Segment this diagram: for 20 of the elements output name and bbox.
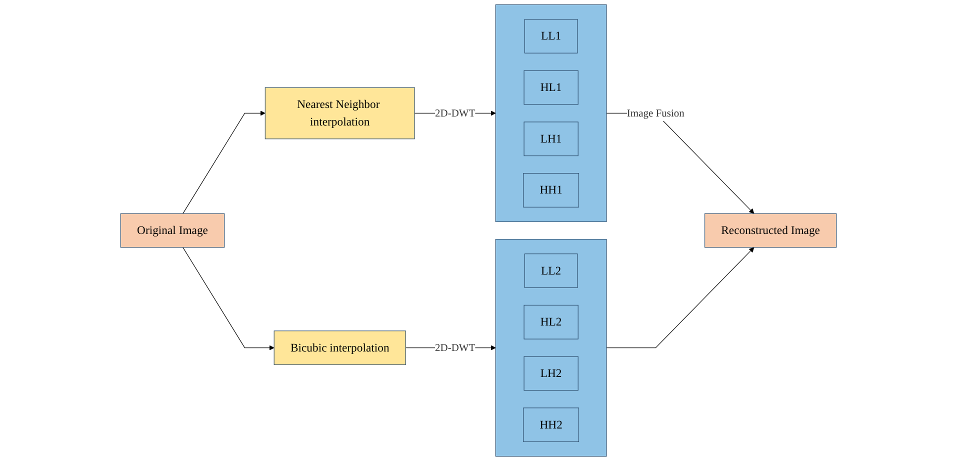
node-box: HH1: [523, 173, 580, 208]
arrow: [606, 247, 754, 348]
cluster: [495, 4, 607, 222]
edge-label: Image Fusion: [626, 107, 684, 119]
edge-label: 2D-DWT: [434, 107, 476, 119]
node-box: HL2: [524, 304, 578, 340]
node-box: LL1: [524, 18, 578, 54]
cluster: [495, 238, 607, 457]
node-box: Nearest Neighbor interpolation: [264, 87, 415, 140]
edge-label: 2D-DWT: [434, 342, 476, 354]
node-box: LH1: [524, 122, 578, 156]
node-box: LL2: [524, 254, 578, 288]
node-box: Original Image: [120, 213, 225, 248]
arrow: [182, 110, 266, 214]
node-box: Bicubic interpolation: [274, 330, 406, 365]
node-box: LH2: [524, 356, 578, 391]
node-box: Reconstructed Image: [704, 213, 837, 248]
node-box: HH2: [523, 408, 580, 442]
node-box: HL1: [524, 70, 578, 105]
arrow: [182, 247, 274, 350]
